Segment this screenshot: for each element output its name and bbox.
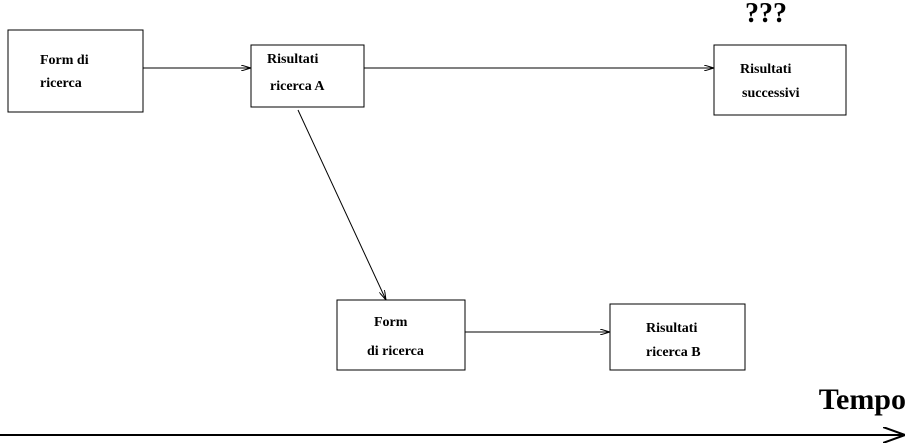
- node-risultati-successivi: Risultati successivi: [713, 44, 847, 116]
- node-risultati-ricerca-a: Risultati ricerca A: [250, 44, 365, 108]
- edge-results-a-to-form-2: [297, 109, 386, 300]
- time-axis-label: Tempo: [819, 383, 906, 416]
- node-label-line2: ricerca: [40, 76, 82, 91]
- node-box: [713, 44, 847, 116]
- node-label-line2: ricerca B: [646, 345, 701, 360]
- node-label-line1: Form: [374, 315, 408, 330]
- node-label-line2: di ricerca: [367, 344, 424, 359]
- node-label-line1: Risultati: [740, 62, 791, 77]
- node-label-line2: ricerca A: [270, 79, 325, 94]
- node-box: [609, 303, 746, 371]
- node-label-line1: Form di: [40, 53, 89, 68]
- node-form-di-ricerca-2: Form di ricerca: [336, 299, 466, 371]
- node-label-line1: Risultati: [267, 52, 318, 67]
- node-label-line2: successivi: [742, 86, 800, 101]
- node-box: [336, 299, 466, 371]
- node-box: [7, 29, 144, 113]
- node-risultati-ricerca-b: Risultati ricerca B: [609, 303, 746, 371]
- node-box: [250, 44, 365, 108]
- unknown-marker: ???: [745, 0, 787, 29]
- node-label-line1: Risultati: [646, 321, 697, 336]
- node-form-di-ricerca: Form di ricerca: [7, 29, 144, 113]
